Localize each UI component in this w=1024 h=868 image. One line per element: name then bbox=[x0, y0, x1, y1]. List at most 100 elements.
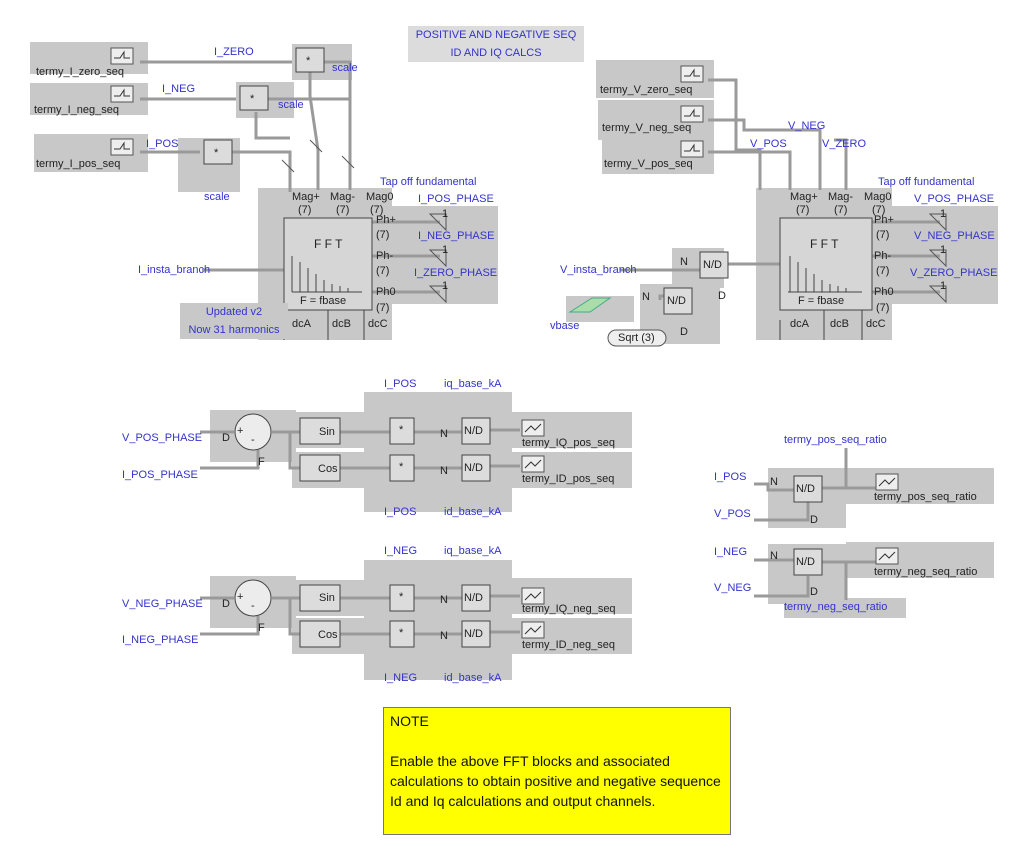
divider-block[interactable] bbox=[461, 584, 491, 612]
ratio-pos-output-label[interactable]: termy_pos_seq_ratio bbox=[874, 491, 977, 503]
fft-port-ph-neg: Ph- bbox=[376, 250, 394, 262]
update-note: Updated v2 Now 31 harmonics bbox=[180, 303, 288, 339]
divider-block[interactable] bbox=[793, 475, 823, 503]
output-label-iq-pos[interactable]: termy_IQ_pos_seq bbox=[522, 437, 615, 449]
i-neg-phase-label[interactable]: I_NEG_PHASE bbox=[122, 634, 199, 646]
meter-icon[interactable] bbox=[521, 455, 545, 473]
input-label-i-insta[interactable]: I_insta_branch bbox=[138, 264, 211, 276]
output-label-i-neg[interactable]: termy_I_neg_seq bbox=[34, 104, 119, 116]
scale-label[interactable]: scale bbox=[204, 191, 230, 203]
divider-block[interactable] bbox=[793, 548, 823, 576]
summing-junction[interactable] bbox=[234, 413, 272, 451]
scale-label[interactable]: scale bbox=[332, 62, 358, 74]
phase-label-i-pos[interactable]: I_POS_PHASE bbox=[418, 193, 494, 205]
signal-label-i-neg[interactable]: I_NEG bbox=[162, 83, 196, 95]
divider-symbol: N/D bbox=[464, 462, 483, 474]
divider-block[interactable] bbox=[663, 287, 693, 315]
phase-label-i-neg[interactable]: I_NEG_PHASE bbox=[418, 230, 495, 242]
multiplier-block[interactable] bbox=[389, 454, 415, 482]
meter-icon[interactable] bbox=[875, 473, 899, 491]
vbase-label[interactable]: vbase bbox=[550, 320, 580, 332]
meter-icon[interactable] bbox=[110, 138, 134, 156]
fft-block[interactable] bbox=[779, 217, 873, 311]
multiplier-block[interactable] bbox=[295, 47, 325, 73]
sqrt-block[interactable] bbox=[607, 329, 667, 347]
output-label-v-pos[interactable]: termy_V_pos_seq bbox=[604, 158, 693, 170]
fft-port-count: (7) bbox=[336, 204, 350, 216]
meter-icon[interactable] bbox=[680, 105, 704, 123]
cos-block[interactable] bbox=[299, 454, 341, 482]
iq-base-label[interactable]: iq_base_kA bbox=[444, 378, 502, 390]
v-pos-phase-label[interactable]: V_POS_PHASE bbox=[122, 432, 203, 444]
sin-block[interactable] bbox=[299, 417, 341, 445]
ratio-neg-n-label[interactable]: I_NEG bbox=[714, 546, 748, 558]
signal-label-i-pos[interactable]: I_POS bbox=[146, 138, 179, 150]
i-neg-top-label[interactable]: I_NEG bbox=[384, 545, 418, 557]
multiplier-symbol: * bbox=[306, 55, 311, 67]
phase-label-i-zero[interactable]: I_ZERO_PHASE bbox=[414, 267, 498, 279]
meter-icon[interactable] bbox=[110, 85, 134, 103]
iq-base-label[interactable]: iq_base_kA bbox=[444, 545, 502, 557]
ratio-neg-d-label[interactable]: V_NEG bbox=[714, 582, 752, 594]
fft-port-count: (7) bbox=[376, 265, 390, 277]
id-base-label[interactable]: id_base_kA bbox=[444, 506, 502, 518]
ratio-pos-n-label[interactable]: I_POS bbox=[714, 471, 747, 483]
v-neg-phase-label[interactable]: V_NEG_PHASE bbox=[122, 598, 203, 610]
fft-block[interactable] bbox=[283, 217, 373, 311]
i-neg-bottom-label[interactable]: I_NEG bbox=[384, 672, 418, 684]
ratio-neg-output-label[interactable]: termy_neg_seq_ratio bbox=[874, 566, 978, 578]
i-pos-phase-label[interactable]: I_POS_PHASE bbox=[122, 469, 198, 481]
output-label-v-zero[interactable]: termy_V_zero_seq bbox=[600, 84, 693, 96]
output-label-id-pos[interactable]: termy_ID_pos_seq bbox=[522, 473, 615, 485]
id-base-label[interactable]: id_base_kA bbox=[444, 672, 502, 684]
divider-block[interactable] bbox=[699, 251, 729, 279]
multiplier-block[interactable] bbox=[389, 620, 415, 648]
signal-label-v-neg[interactable]: V_NEG bbox=[788, 120, 826, 132]
divider-block[interactable] bbox=[461, 620, 491, 648]
meter-icon[interactable] bbox=[521, 621, 545, 639]
output-label-i-pos[interactable]: termy_I_pos_seq bbox=[36, 158, 121, 170]
meter-icon[interactable] bbox=[875, 547, 899, 565]
phase-label-v-neg[interactable]: V_NEG_PHASE bbox=[914, 230, 995, 242]
gain-block-label: 1 bbox=[442, 280, 449, 292]
meter-icon[interactable] bbox=[521, 587, 545, 605]
divider-symbol: N/D bbox=[796, 556, 815, 568]
input-label-v-insta[interactable]: V_insta_branch bbox=[560, 264, 637, 276]
output-label-id-neg[interactable]: termy_ID_neg_seq bbox=[522, 639, 615, 651]
port-f-label: F bbox=[258, 622, 265, 634]
multiplier-symbol: * bbox=[250, 93, 255, 105]
sin-block[interactable] bbox=[299, 584, 341, 612]
multiplier-block[interactable] bbox=[389, 584, 415, 612]
output-label-i-zero[interactable]: termy_I_zero_seq bbox=[36, 66, 125, 78]
fft-port-dcc: dcC bbox=[866, 318, 886, 330]
output-label-v-neg[interactable]: termy_V_neg_seq bbox=[602, 122, 692, 134]
signal-label-v-pos[interactable]: V_POS bbox=[750, 138, 787, 150]
ratio-neg-bottom-label[interactable]: termy_neg_seq_ratio bbox=[784, 601, 888, 613]
scale-label[interactable]: scale bbox=[278, 99, 304, 111]
ratio-pos-d-label[interactable]: V_POS bbox=[714, 508, 751, 520]
signal-label-v-zero[interactable]: V_ZERO bbox=[822, 138, 867, 150]
divider-block[interactable] bbox=[461, 417, 491, 445]
ratio-pos-top-label[interactable]: termy_pos_seq_ratio bbox=[784, 434, 887, 446]
current-fft-section bbox=[30, 42, 498, 340]
fft-fbase: F = fbase bbox=[300, 295, 347, 307]
output-label-iq-neg[interactable]: termy_IQ_neg_seq bbox=[522, 603, 616, 615]
i-pos-bottom-label[interactable]: I_POS bbox=[384, 506, 417, 518]
multiplier-block[interactable] bbox=[203, 139, 233, 165]
phase-label-v-pos[interactable]: V_POS_PHASE bbox=[914, 193, 995, 205]
signal-label-i-zero[interactable]: I_ZERO bbox=[214, 46, 254, 58]
meter-icon[interactable] bbox=[521, 419, 545, 437]
meter-icon[interactable] bbox=[110, 47, 134, 65]
i-pos-top-label[interactable]: I_POS bbox=[384, 378, 417, 390]
summing-junction[interactable] bbox=[234, 579, 272, 617]
ratio-neg-section bbox=[754, 542, 994, 618]
phase-label-v-zero[interactable]: V_ZERO_PHASE bbox=[910, 267, 998, 279]
multiplier-symbol: * bbox=[399, 424, 404, 436]
divider-block[interactable] bbox=[461, 454, 491, 482]
multiplier-block[interactable] bbox=[389, 417, 415, 445]
meter-icon[interactable] bbox=[680, 140, 704, 158]
cos-block[interactable] bbox=[299, 620, 341, 648]
multiplier-block[interactable] bbox=[239, 85, 269, 111]
meter-icon[interactable] bbox=[680, 65, 704, 83]
page-title: POSITIVE AND NEGATIVE SEQ ID AND IQ CALC… bbox=[408, 26, 584, 62]
